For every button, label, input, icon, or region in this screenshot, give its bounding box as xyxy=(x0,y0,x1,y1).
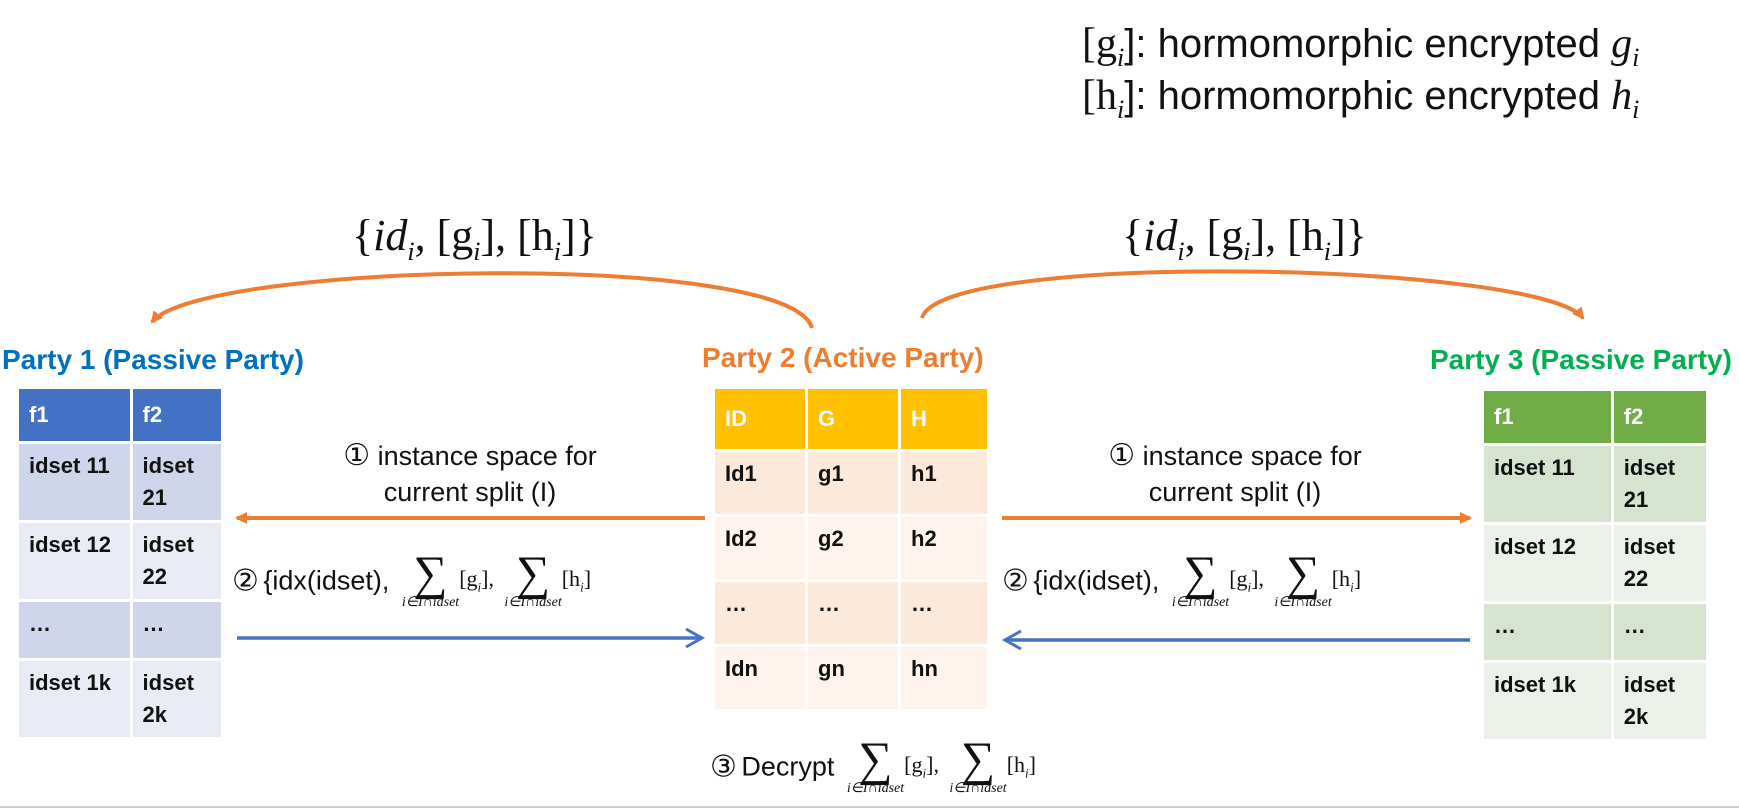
table-cell: idset 11 xyxy=(19,444,130,520)
column-header: f2 xyxy=(1613,391,1706,443)
table-header-row: ID G H xyxy=(715,389,987,449)
party3-table: f1 f2 idset 11 idset 21 idset 12 idset 2… xyxy=(1481,388,1709,742)
table-cell: idset 12 xyxy=(1484,525,1611,601)
table-row: … … xyxy=(1484,604,1706,660)
table-row: Idn gn hn xyxy=(715,647,987,709)
table-cell: Idn xyxy=(715,647,805,709)
table-row: … … xyxy=(19,602,221,658)
sum-g: ∑i∈I∩idset xyxy=(401,547,460,610)
table-cell: idset 21 xyxy=(1613,446,1706,522)
table-cell: idset 11 xyxy=(1484,446,1611,522)
table-cell: idset 1k xyxy=(1484,663,1611,739)
table-cell: idset 22 xyxy=(1613,525,1706,601)
column-header: H xyxy=(901,389,987,449)
table-cell: idset 2k xyxy=(1613,663,1706,739)
table-cell: hn xyxy=(901,647,987,709)
sum-g: ∑i∈I∩idset xyxy=(1171,547,1230,610)
sum-h: ∑i∈I∩idset xyxy=(949,733,1007,796)
column-header: f2 xyxy=(132,389,221,441)
sum-h: ∑i∈I∩idset xyxy=(504,547,562,610)
step2-label-left: ② {idx(idset), ∑i∈I∩idset[gi], ∑i∈I∩idse… xyxy=(232,547,592,610)
table-cell: … xyxy=(901,582,987,644)
sum-g: ∑i∈I∩idset xyxy=(846,733,905,796)
table-cell: idset 1k xyxy=(19,661,130,737)
legend-g: [gi]: hormomorphic encrypted gi xyxy=(1082,21,1640,72)
table-row: idset 1k idset 2k xyxy=(19,661,221,737)
party1-table: f1 f2 idset 11 idset 21 idset 12 idset 2… xyxy=(16,386,224,740)
party2-table: ID G H Id1 g1 h1 Id2 g2 h2 … … … Idn gn … xyxy=(712,386,990,712)
table-row: idset 11 idset 21 xyxy=(1484,446,1706,522)
sum-h: ∑i∈I∩idset xyxy=(1274,547,1332,610)
set-label-right: {idi, [gi], [hi]} xyxy=(1122,211,1367,266)
table-row: idset 11 idset 21 xyxy=(19,444,221,520)
column-header: ID xyxy=(715,389,805,449)
column-header: f1 xyxy=(1484,391,1611,443)
table-cell: Id1 xyxy=(715,452,805,514)
table-row: Id1 g1 h1 xyxy=(715,452,987,514)
table-header-row: f1 f2 xyxy=(1484,391,1706,443)
curve-arrow-left xyxy=(150,271,814,329)
table-cell: … xyxy=(19,602,130,658)
table-header-row: f1 f2 xyxy=(19,389,221,441)
column-header: f1 xyxy=(19,389,130,441)
set-label-left: {idi, [gi], [hi]} xyxy=(352,211,597,266)
column-header: G xyxy=(808,389,898,449)
table-cell: … xyxy=(715,582,805,644)
party3-title: Party 3 (Passive Party) xyxy=(1430,344,1732,375)
table-row: Id2 g2 h2 xyxy=(715,517,987,579)
step1-label-left: ① instance space for current split (I) xyxy=(343,439,597,507)
table-row: … … … xyxy=(715,582,987,644)
table-cell: Id2 xyxy=(715,517,805,579)
legend-h: [hi]: hormomorphic encrypted hi xyxy=(1082,73,1640,124)
table-cell: idset 22 xyxy=(132,523,221,599)
table-row: idset 12 idset 22 xyxy=(1484,525,1706,601)
table-cell: … xyxy=(808,582,898,644)
table-cell: … xyxy=(1613,604,1706,660)
table-cell: idset 21 xyxy=(132,444,221,520)
table-cell: gn xyxy=(808,647,898,709)
step3-label: ③ Decrypt ∑i∈I∩idset[gi], ∑i∈I∩idset[hi] xyxy=(710,733,1036,796)
table-cell: idset 12 xyxy=(19,523,130,599)
table-cell: g2 xyxy=(808,517,898,579)
table-cell: h1 xyxy=(901,452,987,514)
table-cell: idset 2k xyxy=(132,661,221,737)
step2-label-right: ② {idx(idset), ∑i∈I∩idset[gi], ∑i∈I∩idse… xyxy=(1002,547,1362,610)
table-cell: … xyxy=(132,602,221,658)
table-cell: g1 xyxy=(808,452,898,514)
party2-title: Party 2 (Active Party) xyxy=(702,342,984,373)
bottom-divider xyxy=(0,806,1739,808)
curve-arrow-right xyxy=(920,269,1585,320)
party1-title: Party 1 (Passive Party) xyxy=(2,344,304,375)
table-cell: … xyxy=(1484,604,1611,660)
step1-label-right: ① instance space for current split (I) xyxy=(1108,439,1362,507)
table-row: idset 12 idset 22 xyxy=(19,523,221,599)
table-row: idset 1k idset 2k xyxy=(1484,663,1706,739)
table-cell: h2 xyxy=(901,517,987,579)
